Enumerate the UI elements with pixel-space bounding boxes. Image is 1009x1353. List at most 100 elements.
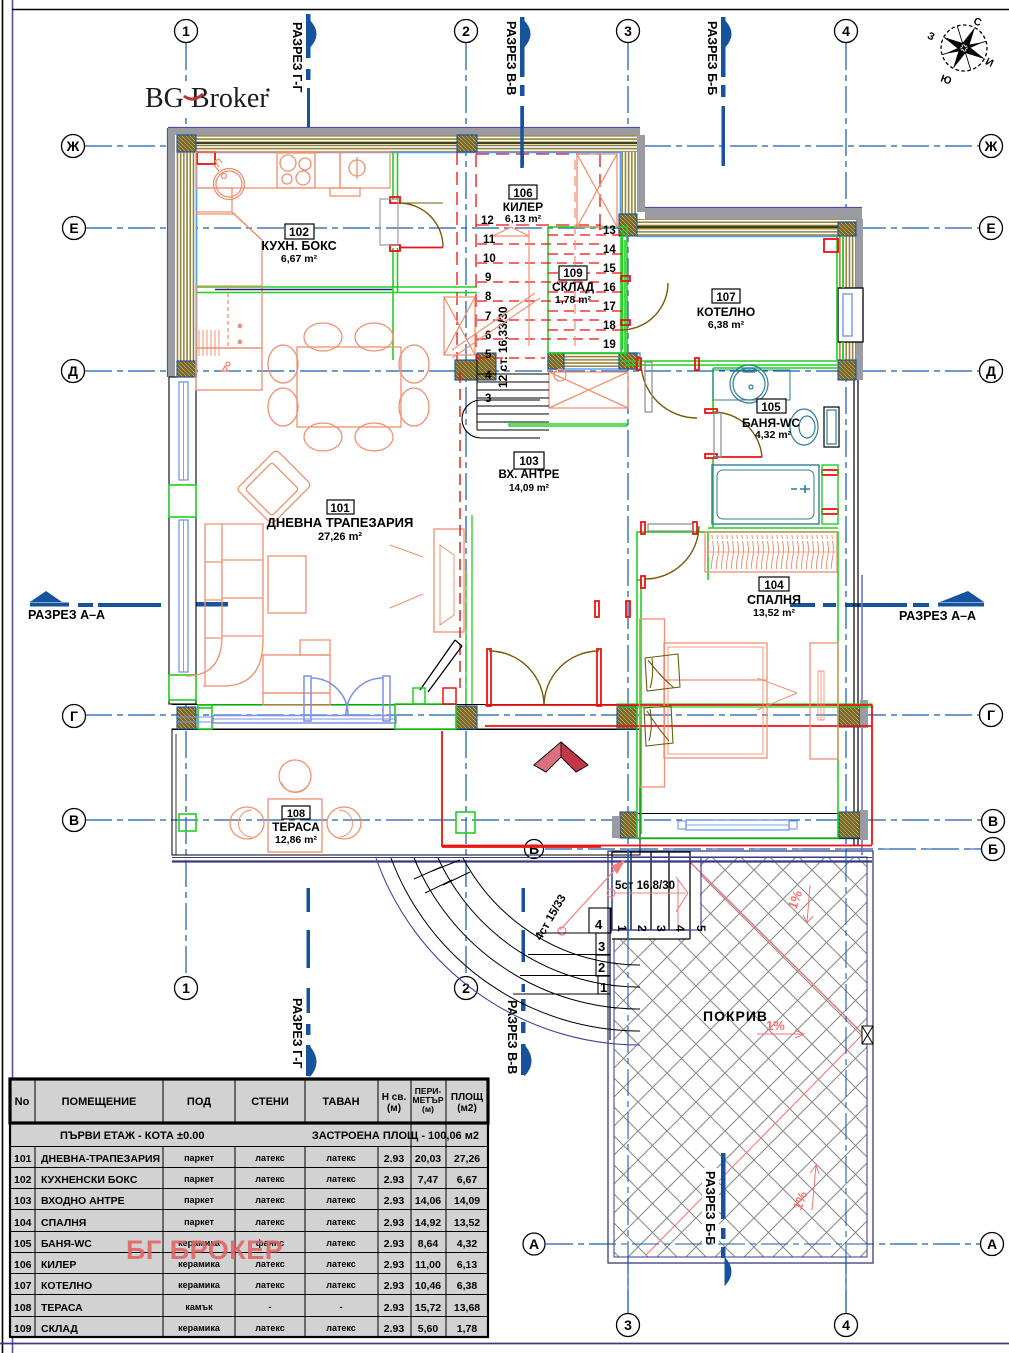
svg-text:12: 12 bbox=[481, 215, 494, 227]
svg-text:Н св.: Н св. bbox=[382, 1092, 407, 1103]
svg-text:14,06: 14,06 bbox=[415, 1195, 441, 1207]
svg-text:3: 3 bbox=[654, 925, 668, 932]
svg-text:2.93: 2.93 bbox=[384, 1195, 405, 1207]
svg-text:РАЗРЕЗ А–А: РАЗРЕЗ А–А bbox=[28, 608, 105, 622]
svg-text:Г: Г bbox=[987, 707, 995, 723]
svg-text:керамика: керамика bbox=[178, 1259, 221, 1269]
svg-text:108: 108 bbox=[14, 1302, 32, 1314]
svg-text:10,46: 10,46 bbox=[415, 1280, 441, 1292]
svg-text:Г: Г bbox=[70, 708, 78, 724]
svg-text:латекс: латекс bbox=[255, 1217, 285, 1227]
svg-text:6,67 m²: 6,67 m² bbox=[281, 253, 318, 265]
svg-text:6,13: 6,13 bbox=[457, 1259, 478, 1271]
svg-text:109: 109 bbox=[563, 268, 582, 280]
svg-text:4: 4 bbox=[595, 917, 603, 932]
svg-text:102: 102 bbox=[14, 1174, 32, 1186]
svg-text:3: 3 bbox=[598, 939, 605, 954]
svg-text:латекс: латекс bbox=[255, 1259, 285, 1269]
svg-text:105: 105 bbox=[14, 1238, 32, 1250]
svg-text:13,52 m²: 13,52 m² bbox=[753, 607, 796, 619]
svg-text:латекс: латекс bbox=[255, 1280, 285, 1290]
svg-text:27,26: 27,26 bbox=[454, 1153, 480, 1165]
svg-text:13,52: 13,52 bbox=[454, 1217, 480, 1229]
svg-text:15: 15 bbox=[603, 263, 616, 275]
svg-text:В: В bbox=[69, 812, 79, 828]
svg-text:1: 1 bbox=[600, 980, 607, 995]
svg-text:КОТЕЛНО: КОТЕЛНО bbox=[41, 1280, 92, 1292]
svg-text:20,03: 20,03 bbox=[415, 1153, 441, 1165]
svg-text:РАЗРЕЗ Б-Б: РАЗРЕЗ Б-Б bbox=[703, 1171, 717, 1245]
svg-text:(м): (м) bbox=[422, 1104, 434, 1114]
svg-text:4,32 m²: 4,32 m² bbox=[755, 429, 792, 441]
svg-text:Д: Д bbox=[68, 363, 78, 379]
svg-text:101: 101 bbox=[14, 1153, 32, 1165]
svg-text:Д: Д bbox=[986, 363, 996, 379]
svg-text:6,67: 6,67 bbox=[457, 1174, 478, 1186]
svg-text:2.93: 2.93 bbox=[384, 1259, 405, 1271]
svg-text:паркет: паркет bbox=[184, 1195, 214, 1205]
svg-text:*: * bbox=[238, 323, 242, 334]
svg-text:8,64: 8,64 bbox=[418, 1238, 439, 1250]
svg-text:ПЛОЩ: ПЛОЩ bbox=[451, 1092, 484, 1103]
svg-text:БАНЯ-WC: БАНЯ-WC bbox=[742, 416, 800, 430]
svg-text:Ж: Ж bbox=[984, 138, 998, 154]
svg-text:7: 7 bbox=[485, 311, 491, 323]
svg-text:5: 5 bbox=[485, 349, 492, 361]
svg-text:2.93: 2.93 bbox=[384, 1302, 405, 1314]
svg-text:-: - bbox=[340, 1302, 343, 1312]
svg-text:КУХНЕНСКИ БОКС: КУХНЕНСКИ БОКС bbox=[41, 1174, 138, 1186]
svg-text:14,09: 14,09 bbox=[454, 1195, 480, 1207]
svg-text:З: З bbox=[925, 30, 936, 44]
svg-text:7,47: 7,47 bbox=[418, 1174, 439, 1186]
svg-text:паркет: паркет bbox=[184, 1174, 214, 1184]
svg-text:РАЗРЕЗ Г-Г: РАЗРЕЗ Г-Г bbox=[290, 22, 304, 92]
svg-text:11: 11 bbox=[483, 234, 496, 246]
svg-text:14,09 m²: 14,09 m² bbox=[509, 483, 550, 494]
svg-text:Е: Е bbox=[69, 220, 78, 236]
svg-text:1: 1 bbox=[615, 925, 629, 932]
svg-text:4,32: 4,32 bbox=[457, 1238, 478, 1250]
svg-text:ВХОДНО АНТРЕ: ВХОДНО АНТРЕ bbox=[41, 1195, 125, 1207]
svg-text:1%: 1% bbox=[766, 1018, 785, 1033]
svg-text:3: 3 bbox=[624, 1317, 632, 1333]
svg-text:(м): (м) bbox=[387, 1103, 401, 1114]
svg-text:керамика: керамика bbox=[178, 1238, 221, 1248]
svg-text:13: 13 bbox=[603, 225, 616, 237]
svg-text:1: 1 bbox=[182, 980, 190, 996]
svg-text:2: 2 bbox=[462, 23, 470, 39]
svg-text:ПОД: ПОД bbox=[187, 1096, 211, 1108]
svg-text:латекс: латекс bbox=[326, 1174, 356, 1184]
svg-text:БГ БРОКЕР: БГ БРОКЕР bbox=[126, 1235, 283, 1265]
svg-text:ТЕРАСА: ТЕРАСА bbox=[272, 820, 320, 834]
svg-text:103: 103 bbox=[14, 1195, 32, 1207]
svg-text:Ж: Ж bbox=[66, 138, 80, 154]
svg-text:1,78 m²: 1,78 m² bbox=[555, 294, 592, 306]
svg-text:латекс: латекс bbox=[326, 1153, 356, 1163]
svg-text:паркет: паркет bbox=[184, 1153, 214, 1163]
svg-text:КОТЕЛНО: КОТЕЛНО bbox=[697, 305, 755, 319]
svg-text:И: И bbox=[983, 56, 995, 70]
svg-text:латекс: латекс bbox=[255, 1153, 285, 1163]
svg-text:керамика: керамика bbox=[178, 1323, 221, 1333]
svg-text:С: С bbox=[972, 15, 984, 29]
svg-text:12 ст. 16,33/30: 12 ст. 16,33/30 bbox=[496, 306, 510, 388]
svg-text:2.93: 2.93 bbox=[384, 1323, 405, 1335]
svg-text:ТАВАН: ТАВАН bbox=[322, 1096, 359, 1108]
svg-text:2.93: 2.93 bbox=[384, 1238, 405, 1250]
svg-text:РАЗРЕЗ В-В: РАЗРЕЗ В-В bbox=[504, 21, 518, 95]
svg-text:11,00: 11,00 bbox=[415, 1259, 441, 1271]
svg-text:камък: камък bbox=[185, 1302, 213, 1312]
svg-text:В: В bbox=[988, 813, 998, 829]
svg-text:4: 4 bbox=[842, 23, 850, 39]
svg-text:*: * bbox=[238, 339, 242, 350]
svg-text:2: 2 bbox=[635, 925, 649, 932]
svg-text:латекс: латекс bbox=[326, 1259, 356, 1269]
svg-text:фаянс: фаянс bbox=[256, 1238, 285, 1248]
svg-text:14: 14 bbox=[603, 244, 616, 256]
svg-text:17: 17 bbox=[603, 301, 616, 313]
svg-text:6,13 m²: 6,13 m² bbox=[505, 213, 542, 225]
svg-text:BG Broker: BG Broker bbox=[145, 83, 269, 114]
svg-text:РАЗРЕЗ Г-Г: РАЗРЕЗ Г-Г bbox=[290, 998, 304, 1068]
svg-text:8: 8 bbox=[485, 291, 492, 303]
svg-text:латекс: латекс bbox=[326, 1323, 356, 1333]
